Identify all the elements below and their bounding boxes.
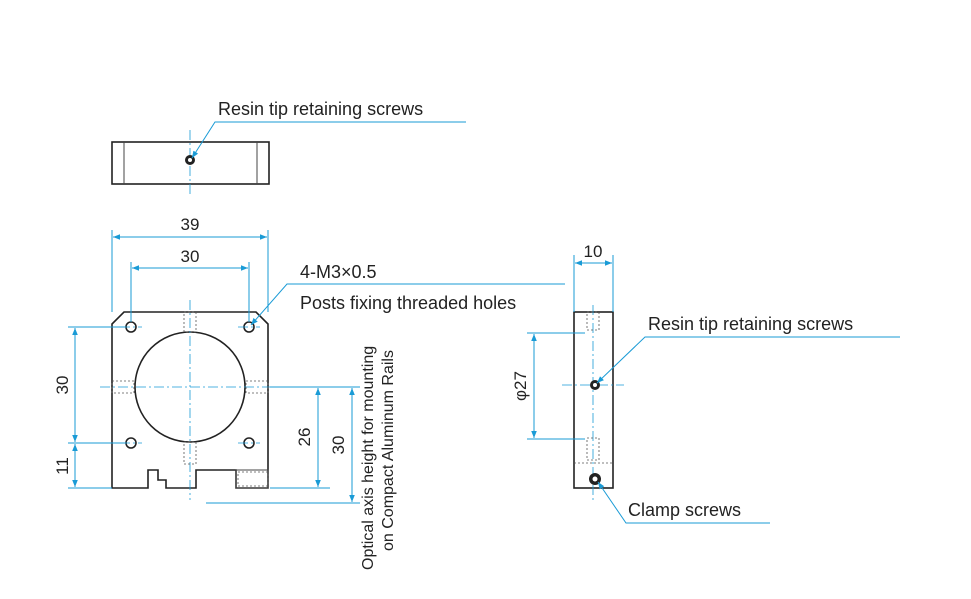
side-retaining-screw-slot (593, 383, 597, 387)
thread-left (111, 380, 135, 394)
top-retaining-leader (191, 121, 466, 159)
side-thread-bottom (586, 437, 600, 461)
dim26-text: 26 (295, 428, 314, 447)
axis-note-line1: Optical axis height for mounting (360, 346, 377, 570)
top-retaining-label: Resin tip retaining screws (218, 99, 423, 119)
side-retaining-label: Resin tip retaining screws (648, 314, 853, 334)
thread-right (245, 380, 269, 394)
dia-text: φ27 (511, 371, 530, 401)
top-retaining-screw-slot (188, 158, 192, 162)
side-view: 10 φ27 Resin tip retaining screws Clamp … (511, 242, 900, 524)
dim39-text: 39 (181, 215, 200, 234)
clamp-screw-slot (592, 476, 598, 482)
clamp-label: Clamp screws (628, 500, 741, 520)
thread-bottom (183, 441, 197, 465)
dim30v-text: 30 (53, 376, 72, 395)
thread-top (183, 311, 197, 333)
dim30axis-text: 30 (329, 436, 348, 455)
side-retaining-leader (596, 336, 900, 384)
front-view: 39 30 30 11 26 30 Optical axis height fo… (53, 215, 565, 570)
axis-note-line2: on Compact Aluminum Rails (380, 350, 397, 551)
top-view: Resin tip retaining screws (111, 99, 466, 195)
dim11-text: 11 (53, 457, 72, 475)
clamp-leader (597, 481, 770, 524)
thread-leader (250, 283, 565, 326)
thread-label: 4-M3×0.5 (300, 262, 377, 282)
side-thread-top (586, 311, 600, 331)
dim10-text: 10 (584, 242, 603, 261)
side-view-body (573, 311, 614, 489)
clamp-boss-thread (237, 471, 269, 487)
holes-label: Posts fixing threaded holes (300, 293, 516, 313)
dim30h-text: 30 (181, 247, 200, 266)
